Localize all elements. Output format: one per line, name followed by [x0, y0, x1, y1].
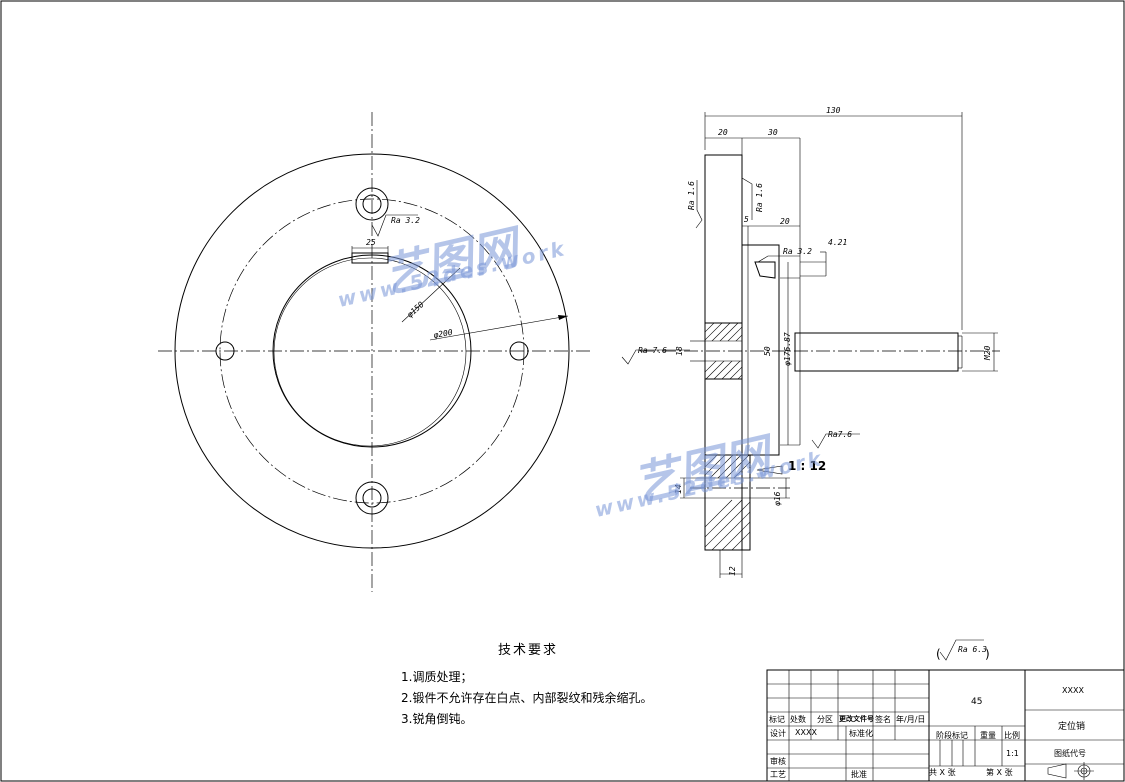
bore-circle	[272, 254, 472, 448]
svg-text:(: (	[936, 647, 941, 661]
tb-weight: 重量	[980, 731, 996, 740]
requirement-item-3: 3.锐角倒钝。	[401, 712, 473, 726]
left-hole	[215, 341, 235, 361]
tb-approve: 批准	[851, 770, 867, 779]
bottom-hole-outer	[355, 481, 389, 515]
taper-label: 1 : 12	[788, 459, 826, 473]
requirements-title: 技术要求	[498, 643, 559, 658]
tb-sign: 签名	[875, 715, 891, 724]
top-hole-outer	[355, 187, 389, 221]
ra-right-top-label: Ra 1.6	[755, 183, 764, 212]
ra-groove-label: Ra 3.2	[783, 247, 812, 256]
dim-130-label: 130	[826, 106, 841, 115]
groove-4-21-label: 4.21	[828, 238, 847, 247]
dim-50-label: 50	[763, 346, 772, 356]
tb-change-doc: 更改文件号	[839, 715, 874, 723]
dia200-label: φ200	[433, 328, 454, 340]
requirement-item-1: 1.调质处理；	[401, 670, 473, 684]
hatch-top-center	[705, 323, 742, 341]
tb-design: 设计	[770, 729, 786, 738]
thread-label: M20	[983, 345, 992, 361]
tb-stage: 阶段标记	[936, 731, 968, 740]
bottom-hole-inner	[362, 488, 382, 508]
dim-14-label: 14	[674, 484, 683, 494]
tb-process: 工艺	[770, 770, 786, 779]
default-roughness-label: Ra 6.3	[958, 645, 987, 654]
gap-5-label: 5	[744, 215, 749, 224]
tb-total-sheets: 共 X 张	[929, 768, 956, 777]
tb-zone: 分区	[817, 715, 833, 724]
ra-76-right-label: Ra7.6	[828, 430, 852, 439]
hatch-lower-upper	[705, 455, 750, 478]
ra-left-label: Ra 1.6	[687, 181, 696, 210]
outer-circle	[174, 153, 570, 549]
bore-chamfer	[273, 257, 467, 447]
dia-16-label: φ16	[773, 491, 782, 506]
side-view	[621, 112, 1000, 661]
hatch-lower-lower	[705, 499, 750, 550]
tb-date: 年/月/日	[896, 715, 926, 724]
shaft	[794, 332, 959, 372]
groove	[754, 261, 776, 279]
tb-review: 审核	[770, 757, 786, 766]
dia-176-label: φ176.87	[783, 332, 792, 366]
front-ra-label: Ra 3.2	[391, 216, 420, 225]
lower-hole-section	[704, 454, 751, 551]
front-view	[158, 112, 590, 592]
tb-designer: XXXX	[795, 728, 817, 737]
title-block	[766, 669, 1125, 782]
tb-company: XXXX	[1062, 686, 1084, 695]
tb-scale: 1:1	[1006, 749, 1019, 758]
tb-standard: 标准化	[849, 729, 873, 738]
depth-20-label: 20	[780, 217, 790, 226]
dim-12-label: 12	[728, 566, 737, 576]
keyway	[351, 252, 389, 264]
tb-material: 45	[971, 697, 983, 707]
dia150-leader	[401, 267, 461, 323]
tb-drawing-no: 图纸代号	[1054, 749, 1086, 758]
dim-18-label: 18	[675, 346, 684, 356]
ra-76-left-label: Ra 7.6	[638, 346, 667, 355]
dim-30-label: 30	[767, 128, 778, 137]
dia200-leader	[429, 315, 569, 341]
projection-cone	[1047, 763, 1067, 779]
dim-20-label: 20	[718, 128, 728, 137]
right-hole	[509, 341, 529, 361]
dim-25-label: 25	[366, 238, 376, 247]
requirement-item-2: 2.锻件不允许存在白点、内部裂纹和残余缩孔。	[401, 691, 653, 705]
tb-scale-label: 比例	[1004, 731, 1020, 740]
hatch-bottom-center	[705, 361, 742, 379]
svg-text:): )	[985, 647, 990, 661]
roughness-symbol-top	[371, 214, 418, 237]
bolt-circle	[219, 198, 525, 504]
top-hole-inner	[362, 194, 382, 214]
tb-sheet-no: 第 X 张	[986, 768, 1013, 777]
tb-part-name: 定位销	[1058, 722, 1086, 732]
default-roughness-symbol	[939, 639, 984, 661]
tb-count: 处数	[790, 715, 806, 724]
tb-mark: 标记	[769, 715, 785, 724]
